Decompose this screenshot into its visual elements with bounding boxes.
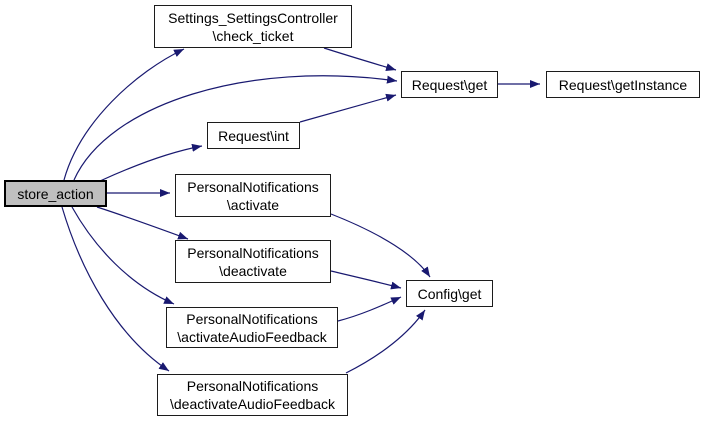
edge-store-action-to-pn-deactivate bbox=[96, 206, 189, 240]
edge-check-ticket-to-request-get bbox=[323, 47, 397, 71]
node-pn-activate[interactable]: PersonalNotifications \activate bbox=[175, 174, 331, 217]
node-label: PersonalNotifications bbox=[187, 178, 319, 195]
edge-store-action-to-request-int bbox=[99, 143, 203, 182]
node-pn-deactivate-audio[interactable]: PersonalNotifications \deactivateAudioFe… bbox=[157, 374, 348, 416]
edge-pn-activate-audio-to-config-get bbox=[337, 296, 402, 322]
node-label: \deactivateAudioFeedback bbox=[170, 396, 335, 412]
node-label: \deactivate bbox=[219, 262, 287, 279]
edge-request-int-to-request-get bbox=[299, 93, 397, 123]
node-pn-activate-audio[interactable]: PersonalNotifications \activateAudioFeed… bbox=[166, 307, 338, 348]
node-label: \activate bbox=[226, 196, 280, 213]
node-label: Request\getInstance bbox=[558, 76, 688, 93]
node-store-action: store_action bbox=[4, 180, 107, 207]
node-label: PersonalNotifications bbox=[186, 310, 318, 327]
edge-store-action-to-pn-activate-audio bbox=[71, 206, 175, 305]
node-label: Settings_SettingsController bbox=[168, 9, 338, 26]
node-label: PersonalNotifications bbox=[186, 378, 319, 394]
edge-store-action-to-request-get bbox=[73, 75, 398, 181]
node-request-int[interactable]: Request\int bbox=[207, 122, 300, 149]
edge-pn-deactivate-to-config-get bbox=[330, 270, 402, 290]
node-request-get[interactable]: Request\get bbox=[401, 71, 498, 98]
edge-store-action-to-check-ticket bbox=[63, 48, 185, 181]
node-check-ticket[interactable]: Settings_SettingsController \check_ticke… bbox=[154, 5, 352, 48]
node-label: \activateAudioFeedback bbox=[177, 328, 327, 345]
node-label: PersonalNotifications bbox=[187, 244, 319, 261]
edge-pn-activate-to-config-get bbox=[330, 213, 431, 278]
node-label: Request\get bbox=[411, 76, 488, 93]
edge-store-action-to-pn-deactivate-audio bbox=[61, 206, 170, 372]
node-pn-deactivate[interactable]: PersonalNotifications \deactivate bbox=[175, 240, 331, 283]
node-label: \check_ticket bbox=[212, 27, 294, 44]
node-config-get[interactable]: Config\get bbox=[406, 280, 493, 307]
node-label: store_action bbox=[17, 185, 94, 202]
edge-pn-deactivate-audio-to-config-get bbox=[345, 309, 426, 374]
node-label: Request\int bbox=[218, 127, 289, 144]
node-label: Config\get bbox=[417, 285, 482, 302]
node-request-get-instance[interactable]: Request\getInstance bbox=[546, 71, 700, 98]
